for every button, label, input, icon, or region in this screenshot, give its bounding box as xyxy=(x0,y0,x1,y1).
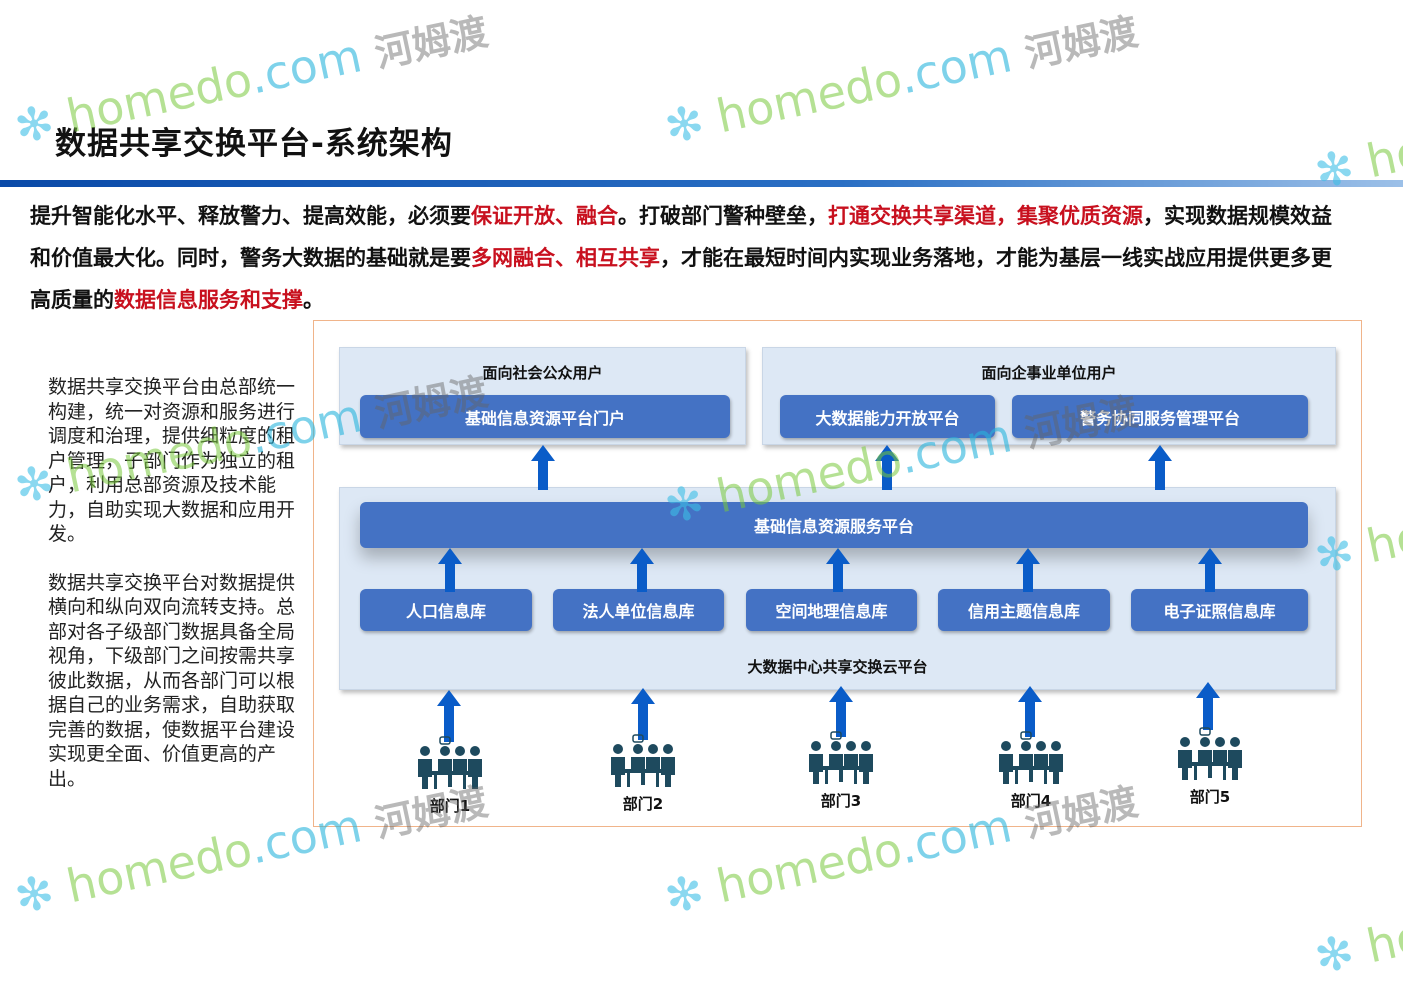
department-3: 部门3 xyxy=(801,730,881,811)
page-title: 数据共享交换平台-系统架构 xyxy=(55,126,453,162)
arrow-up-icon xyxy=(1018,686,1042,737)
meeting-people-icon xyxy=(603,733,683,793)
highlight-text: 打通交换共享渠道，集聚优质资源 xyxy=(828,204,1143,228)
intro-paragraph: 提升智能化水平、释放警力、提高效能，必须要保证开放、融合。打破部门警种壁垒，打通… xyxy=(30,195,1350,321)
enterprise-users-title: 面向企事业单位用户 xyxy=(981,364,1117,382)
department-label: 部门5 xyxy=(1189,788,1231,806)
intro-text: ，实现数据规模效益和价值最大化。同时，警务大数据的基础就是要 xyxy=(30,204,1332,270)
big-data-open-platform[interactable]: 大数据能力开放平台 xyxy=(780,395,995,438)
description-para-1: 数据共享交换平台由总部统一构建，统一对资源和服务进行调度和治理，提供细粒度的租户… xyxy=(48,376,296,545)
cloud-platform-label: 大数据中心共享交换云平台 xyxy=(747,658,928,676)
arrow-up-icon xyxy=(631,688,655,740)
police-collab-platform[interactable]: 警务协同服务管理平台 xyxy=(1012,395,1308,438)
intro-text: 。打破部门警种壁垒， xyxy=(618,204,828,228)
arrow-up-icon xyxy=(1198,548,1222,592)
department-label: 部门2 xyxy=(622,795,664,813)
basic-info-portal[interactable]: 基础信息资源平台门户 xyxy=(360,395,730,438)
highlight-text: 多网融合、相互共享 xyxy=(471,246,660,270)
highlight-text: 数据信息服务和支撑 xyxy=(114,288,303,312)
watermark-logo: ✻ homedo.com 河姆渡 xyxy=(1309,96,1403,200)
db-legal-entity[interactable]: 法人单位信息库 xyxy=(553,589,724,631)
arrow-up-icon xyxy=(531,445,555,490)
department-2: 部门2 xyxy=(603,733,683,814)
highlight-text: 保证开放、融合 xyxy=(471,204,618,228)
meeting-people-icon xyxy=(991,730,1071,790)
db-spatial-geo[interactable]: 空间地理信息库 xyxy=(746,589,917,631)
department-4: 部门4 xyxy=(991,730,1071,811)
arrow-up-icon xyxy=(875,445,899,490)
arrow-up-icon xyxy=(1016,548,1040,592)
service-platform-bar[interactable]: 基础信息资源服务平台 xyxy=(360,502,1308,548)
department-label: 部门3 xyxy=(820,792,862,810)
intro-text: 。 xyxy=(303,288,324,312)
meeting-people-icon xyxy=(1170,726,1250,786)
watermark-logo: ✻ homedo.com 河姆渡 xyxy=(1309,881,1403,985)
public-users-title: 面向社会公众用户 xyxy=(482,364,603,382)
department-label: 部门1 xyxy=(429,797,471,815)
description-para-2: 数据共享交换平台对数据提供横向和纵向双向流转支持。总部对各子级部门数据具备全局视… xyxy=(48,571,296,790)
department-1: 部门1 xyxy=(410,735,490,816)
watermark-logo: ✻ homedo.com 河姆渡 xyxy=(659,9,1142,155)
header-divider xyxy=(0,180,1403,187)
meeting-people-icon xyxy=(410,735,490,795)
db-e-license[interactable]: 电子证照信息库 xyxy=(1131,589,1308,631)
department-label: 部门4 xyxy=(1010,792,1052,810)
department-5: 部门5 xyxy=(1170,726,1250,807)
arrow-up-icon xyxy=(630,548,654,592)
arrow-up-icon xyxy=(829,686,853,737)
arrow-up-icon xyxy=(437,690,461,742)
meeting-people-icon xyxy=(801,730,881,790)
diagram-frame xyxy=(313,320,1362,827)
arrow-up-icon xyxy=(826,548,850,592)
db-population[interactable]: 人口信息库 xyxy=(360,589,532,631)
arrow-up-icon xyxy=(1196,682,1220,730)
intro-text: 提升智能化水平、释放警力、提高效能，必须要 xyxy=(30,204,471,228)
description: 数据共享交换平台由总部统一构建，统一对资源和服务进行调度和治理，提供细粒度的租户… xyxy=(48,375,313,815)
db-credit[interactable]: 信用主题信息库 xyxy=(938,589,1110,631)
intro-text: ，才能在最短时间内实现业务落地，才能为基层一线实战应用提供更多更高质量的 xyxy=(30,246,1332,312)
arrow-up-icon xyxy=(438,548,462,592)
arrow-up-icon xyxy=(1148,445,1172,490)
